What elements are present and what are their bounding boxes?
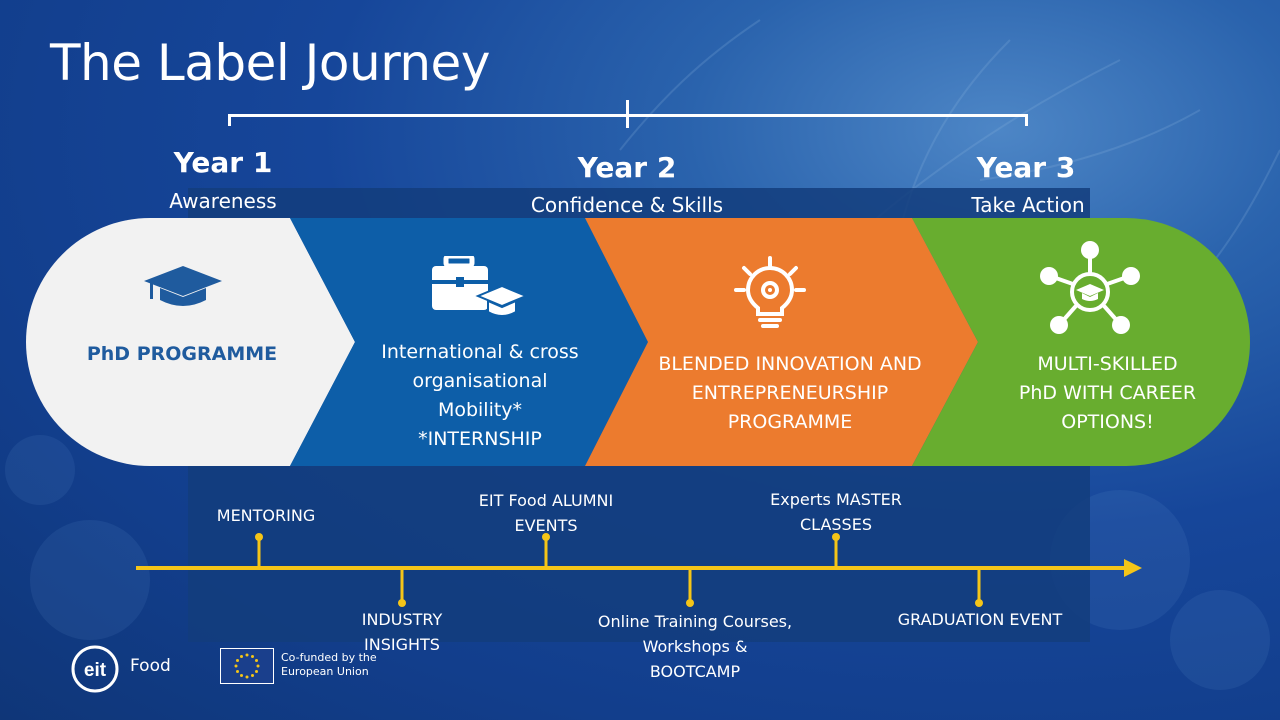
stage-1-shape xyxy=(26,218,355,466)
year-2-label: Year 2 xyxy=(577,151,677,184)
eu-flag-icon xyxy=(220,648,274,684)
stage-2-label: International & cross organisational Mob… xyxy=(381,341,579,450)
timeline-bracket-midpoint xyxy=(626,100,629,128)
event-alumni: EIT Food ALUMNI EVENTS xyxy=(478,491,614,535)
year-1-label: Year 1 xyxy=(173,146,273,179)
stage-3-shape xyxy=(585,218,978,466)
eu-cofunded-text: Co-funded by the European Union xyxy=(281,651,377,678)
page-title: The Label Journey xyxy=(50,34,490,92)
stage-1-label: PhD PROGRAMME xyxy=(86,343,278,365)
eit-food-wordmark: Food xyxy=(130,656,171,676)
events-panel xyxy=(188,466,1090,642)
year-header-panel xyxy=(188,188,1090,218)
year-1-phase: Awareness xyxy=(169,189,277,213)
event-online-training: Online Training Courses, Workshops & BOO… xyxy=(597,612,793,681)
event-mentoring: MENTORING xyxy=(216,506,316,525)
network-graduation-icon xyxy=(1040,241,1140,334)
year-3-phase: Take Action xyxy=(971,193,1085,217)
stage-4-label: MULTI-SKILLED PhD WITH CAREER OPTIONS! xyxy=(1018,353,1197,433)
stage-2-shape xyxy=(290,218,648,466)
briefcase-graduation-icon xyxy=(432,256,526,317)
stage-4-shape xyxy=(912,218,1250,466)
eit-logo-icon: eit xyxy=(71,645,119,693)
event-graduation: GRADUATION EVENT xyxy=(897,610,1063,629)
timeline-arrowhead xyxy=(1124,559,1142,577)
event-industry-insights: INDUSTRY INSIGHTS xyxy=(361,610,443,654)
lightbulb-icon xyxy=(734,256,806,328)
year-3-label: Year 3 xyxy=(976,151,1076,184)
year-2-phase: Confidence & Skills xyxy=(530,193,724,217)
svg-text:eit: eit xyxy=(84,660,107,681)
stage-3-label: BLENDED INNOVATION AND ENTREPRENEURSHIP … xyxy=(658,353,922,433)
graduation-cap-icon xyxy=(144,266,222,306)
event-master-classes: Experts MASTER CLASSES xyxy=(770,490,902,534)
